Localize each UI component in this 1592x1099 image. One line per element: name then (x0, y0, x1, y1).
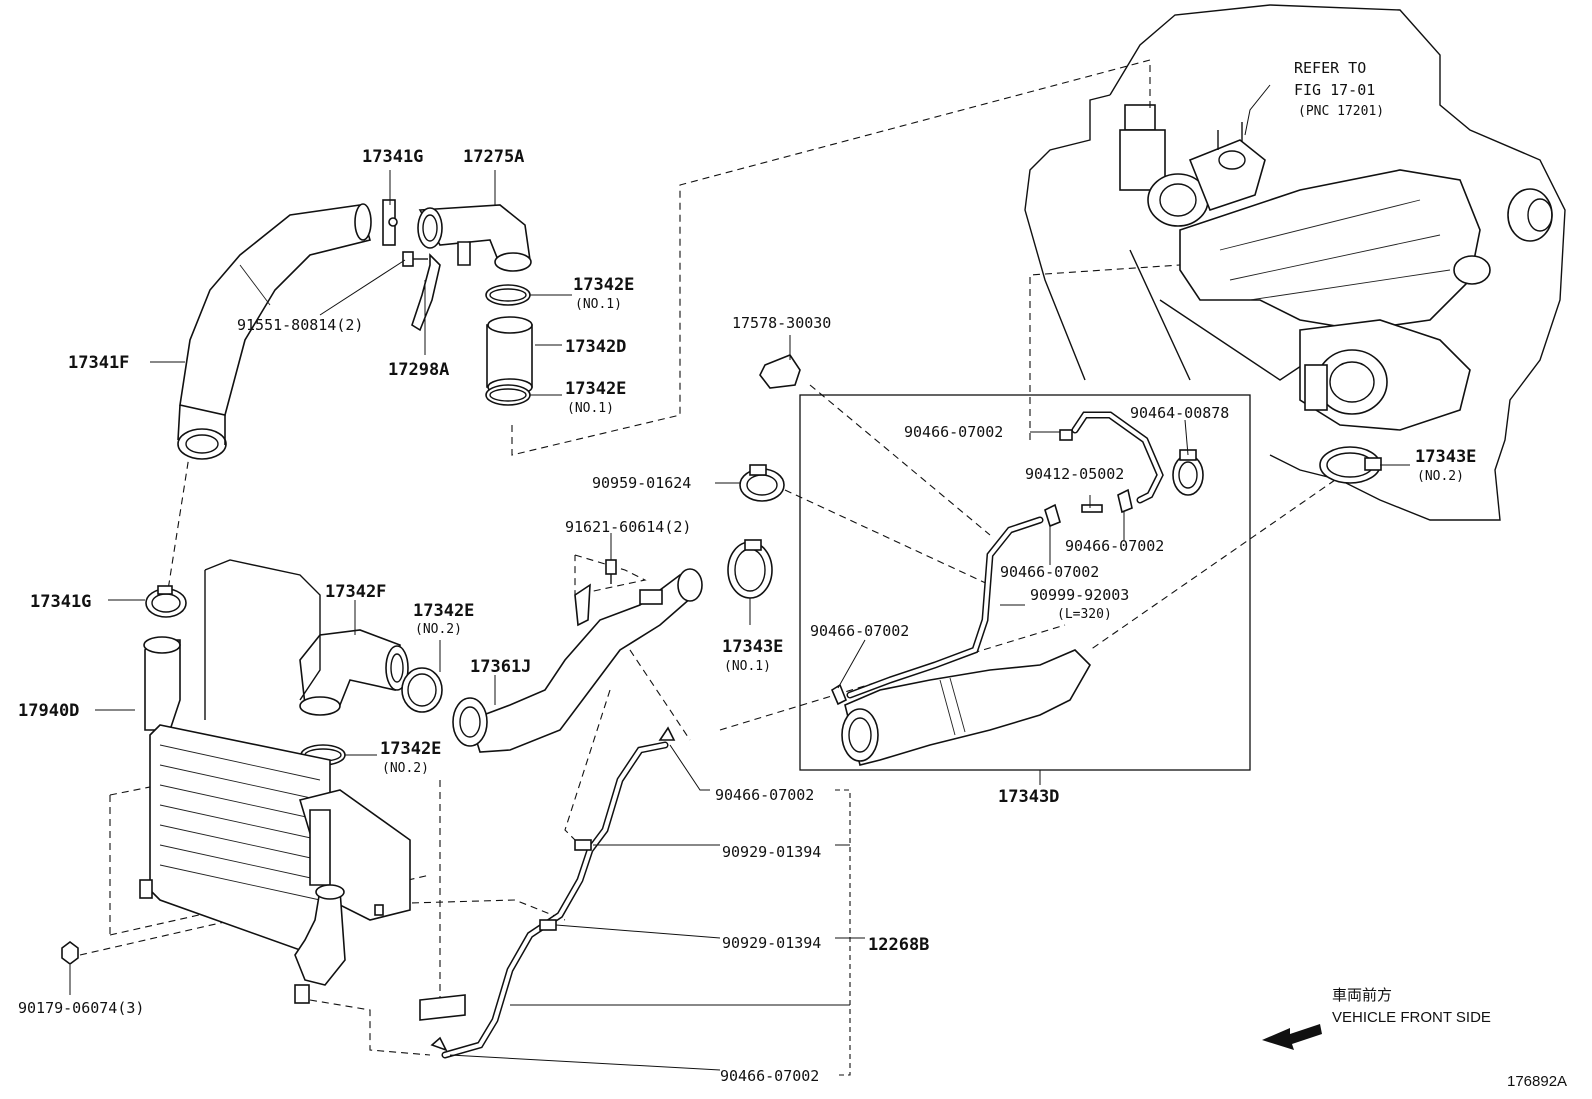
label-17341G-lower: 17341G (30, 592, 91, 612)
label-17342E-no2-b: 17342E (380, 739, 441, 759)
hose-17341F (177, 203, 372, 460)
figure-id: 176892A (1507, 1073, 1567, 1090)
label-17342F: 17342F (325, 582, 386, 602)
pipe-17361J (452, 568, 703, 753)
label-17342E-no2-a: 17342E (413, 601, 474, 621)
label-90466-07002-e: 90466-07002 (715, 786, 814, 804)
label-17342E-no1-a: 17342E (573, 275, 634, 295)
label-17342E-no1-a-sub: (NO.1) (575, 297, 622, 312)
front-label-jp: 車両前方 (1332, 987, 1392, 1004)
label-17343E-no1-sub: (NO.1) (724, 659, 771, 674)
label-90466-07002-f: 90466-07002 (720, 1067, 819, 1085)
refer-line2: FIG 17-01 (1294, 81, 1375, 99)
clamp-17343E-no1 (727, 539, 773, 599)
nut-90179 (61, 941, 79, 965)
label-17343E-no1: 17343E (722, 637, 783, 657)
front-arrow-icon (1262, 1024, 1322, 1050)
refer-line3: (PNC 17201) (1298, 104, 1384, 119)
box-17343D (799, 394, 1251, 771)
label-90466-07002-d: 90466-07002 (810, 622, 909, 640)
label-17940D: 17940D (18, 701, 79, 721)
label-90999-92003-sub: (L=320) (1057, 607, 1112, 622)
bolt-91621 (605, 559, 617, 584)
dashed-guides (79, 59, 1336, 1056)
front-label-en: VEHICLE FRONT SIDE (1332, 1009, 1491, 1026)
label-90464-00878: 90464-00878 (1130, 404, 1229, 422)
clamp-90959 (739, 464, 785, 502)
label-17343D: 17343D (998, 787, 1059, 807)
vehicle-front-indicator: 車両前方 VEHICLE FRONT SIDE (1262, 987, 1491, 1050)
label-91551-80814: 91551-80814(2) (237, 316, 363, 334)
label-17361J: 17361J (470, 657, 531, 677)
label-90412-05002: 90412-05002 (1025, 465, 1124, 483)
label-90959-01624: 90959-01624 (592, 474, 691, 492)
bracket-17578 (759, 354, 801, 389)
label-17298A: 17298A (388, 360, 449, 380)
label-91621-60614: 91621-60614(2) (565, 518, 691, 536)
label-17342E-no1-b: 17342E (565, 379, 626, 399)
engine-drawing: REFER TO FIG 17-01 (PNC 17201) (1024, 4, 1566, 521)
label-90466-07002-b: 90466-07002 (1065, 537, 1164, 555)
leader-lines (69, 170, 1410, 1076)
label-17342E-no2-a-sub: (NO.2) (415, 622, 462, 637)
elbow-17275A (417, 204, 532, 272)
label-17342E-no1-b-sub: (NO.1) (567, 401, 614, 416)
label-17275A: 17275A (463, 147, 524, 167)
label-17578-30030: 17578-30030 (732, 314, 831, 332)
label-90466-07002-a: 90466-07002 (904, 423, 1003, 441)
label-90466-07002-c: 90466-07002 (1000, 563, 1099, 581)
clamp-17341G-top (382, 199, 398, 246)
bolt-bracket (402, 251, 441, 332)
label-90179-06074: 90179-06074(3) (18, 999, 144, 1017)
label-17343E-no2: 17343E (1415, 447, 1476, 467)
intercooler-17940D (139, 559, 411, 1004)
refer-line1: REFER TO (1294, 59, 1366, 77)
clamp-17343E-no2 (1319, 446, 1382, 484)
bracket-lower (419, 994, 466, 1021)
clamp-17341G-lower (145, 585, 187, 618)
label-17343E-no2-sub: (NO.2) (1417, 469, 1464, 484)
label-12268B: 12268B (868, 935, 929, 955)
label-90999-92003: 90999-92003 (1030, 586, 1129, 604)
label-17341F: 17341F (68, 353, 129, 373)
label-90929-01394-a: 90929-01394 (722, 843, 821, 861)
label-17341G-top: 17341G (362, 147, 423, 167)
label-90929-01394-b: 90929-01394 (722, 934, 821, 952)
elbow-17342F (299, 629, 409, 716)
label-17342D: 17342D (565, 337, 626, 357)
part-labels: 17341G 17275A 91551-80814(2) 17298A 1734… (18, 147, 1476, 1085)
hose-12268B (430, 726, 676, 1059)
label-17342E-no2-b-sub: (NO.2) (382, 761, 429, 776)
clamps-sleeve (485, 284, 533, 406)
